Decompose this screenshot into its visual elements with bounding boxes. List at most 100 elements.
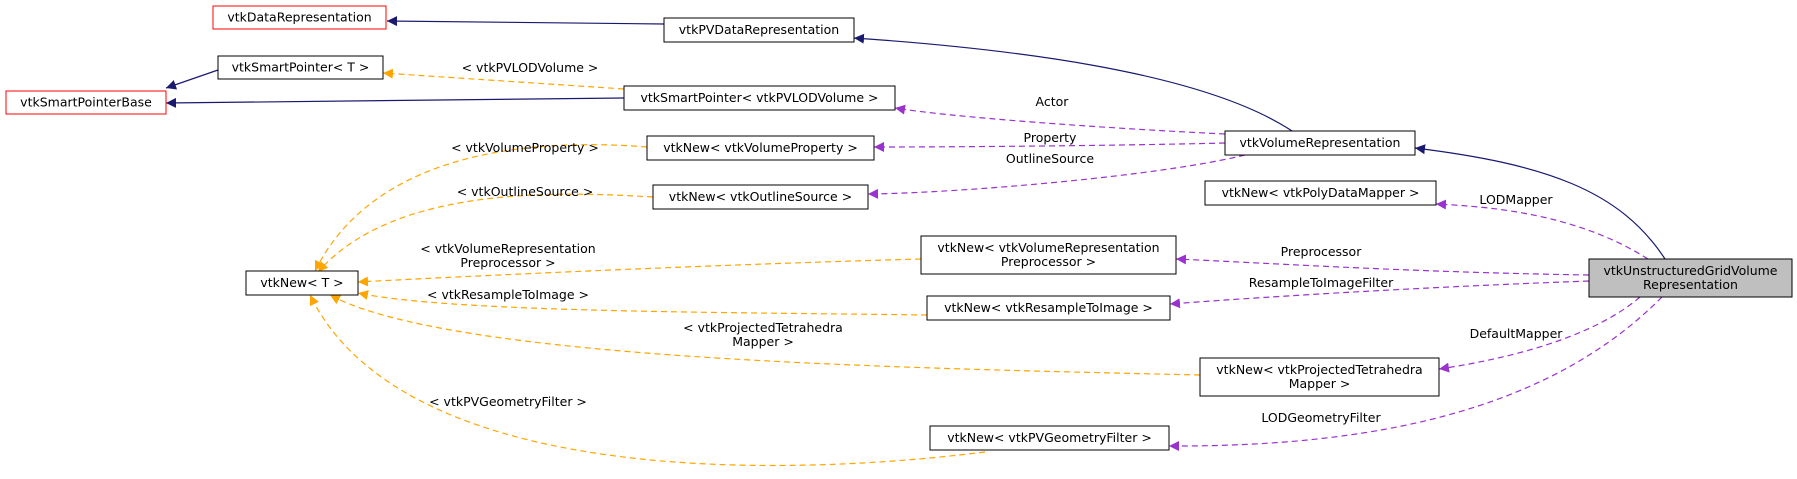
class-node-box — [217, 55, 384, 80]
class-node-vtkDataRepresentation[interactable]: vtkDataRepresentation — [212, 5, 387, 30]
edge-line — [357, 258, 922, 287]
edge-line — [1435, 199, 1649, 260]
class-node-label: vtkNew< vtkVolumeRepresentation — [937, 240, 1159, 255]
edge-label: < vtkVolumeRepresentation — [420, 241, 595, 256]
class-node-vtkNewOutlineSource[interactable]: vtkNew< vtkOutlineSource > — [652, 184, 869, 210]
edge-inherit-e4 — [165, 97, 625, 108]
edge-label: OutlineSource — [1006, 151, 1094, 166]
edge-member-e20: LODGeometryFilter — [1168, 296, 1663, 452]
edge-template-e10: < vtkResampleToImage > — [357, 287, 928, 316]
class-node-vtkSmartPointerPVLODVolume[interactable]: vtkSmartPointer< vtkPVLODVolume > — [623, 85, 896, 111]
edge-label: DefaultMapper — [1470, 326, 1564, 341]
class-node-label: vtkNew< vtkPVGeometryFilter > — [947, 430, 1152, 445]
edge-label: < vtkPVGeometryFilter > — [429, 394, 587, 409]
edge-label: < vtkResampleToImage > — [427, 287, 589, 302]
edge-member-e18: ResampleToImageFilter — [1169, 275, 1590, 309]
class-node-vtkNewResampleToImage[interactable]: vtkNew< vtkResampleToImage > — [926, 295, 1171, 321]
class-node-vtkSmartPointerT[interactable]: vtkSmartPointer< T > — [217, 55, 384, 80]
class-node-box — [212, 5, 387, 30]
class-node-label: vtkNew< vtkPolyDataMapper > — [1222, 185, 1420, 200]
edge-label: LODGeometryFilter — [1261, 410, 1381, 425]
edge-line — [317, 193, 654, 273]
edge-line — [309, 294, 986, 467]
class-node-label: vtkNew< vtkOutlineSource > — [669, 189, 852, 204]
class-node-label: Mapper > — [1289, 376, 1351, 391]
edge-label: Preprocessor — [1281, 244, 1363, 259]
edge-label: LODMapper — [1479, 192, 1553, 207]
class-node-vtkPVDataRepresentation[interactable]: vtkPVDataRepresentation — [663, 17, 855, 43]
edge-line — [1438, 296, 1641, 373]
class-node-vtkNewVolumeRepresentationPreprocessor[interactable]: vtkNew< vtkVolumeRepresentationPreproces… — [920, 235, 1177, 275]
edge-line — [165, 97, 625, 108]
edge-label: < vtkProjectedTetrahedra — [683, 320, 843, 335]
edge-label: ResampleToImageFilter — [1249, 275, 1394, 290]
edge-inherit-e5 — [165, 69, 219, 90]
edge-label: < vtkOutlineSource > — [457, 184, 594, 199]
class-node-label: Preprocessor > — [1001, 254, 1096, 269]
class-node-box — [929, 425, 1170, 451]
class-node-vtkVolumeRepresentation[interactable]: vtkVolumeRepresentation — [1224, 130, 1416, 156]
edge-line — [165, 69, 219, 90]
edge-line — [1175, 254, 1590, 276]
edge-label: < vtkVolumeProperty > — [451, 140, 599, 155]
class-node-label: vtkNew< vtkVolumeProperty > — [663, 140, 858, 155]
class-node-box — [623, 85, 896, 111]
edge-member-e15: OutlineSource — [867, 151, 1246, 199]
edge-line — [314, 144, 648, 272]
edge-member-e19: DefaultMapper — [1438, 296, 1641, 373]
nodes-layer: vtkDataRepresentation vtkPVDataRepresenta… — [5, 5, 1793, 451]
class-node-box — [245, 270, 359, 296]
class-node-label: vtkNew< vtkProjectedTetrahedra — [1216, 362, 1422, 377]
class-node-box — [1199, 357, 1440, 397]
class-node-box — [5, 90, 167, 115]
edge-line — [329, 294, 1201, 376]
edges-layer: < vtkPVLODVolume > < vtkVolumeProperty > <… — [165, 16, 1666, 467]
edge-line — [382, 68, 625, 90]
class-node-box — [926, 295, 1171, 321]
class-node-label: Representation — [1643, 277, 1738, 292]
edge-template-e7: < vtkVolumeProperty > — [314, 140, 648, 272]
class-node-box — [1204, 180, 1437, 206]
edge-label: Mapper > — [732, 334, 794, 349]
edge-line — [853, 33, 1293, 132]
class-node-vtkNewVolumeProperty[interactable]: vtkNew< vtkVolumeProperty > — [646, 135, 875, 161]
class-node-vtkNewPVGeometryFilter[interactable]: vtkNew< vtkPVGeometryFilter > — [929, 425, 1170, 451]
edge-label: Preprocessor > — [460, 255, 555, 270]
edge-label: < vtkPVLODVolume > — [462, 60, 599, 75]
edge-template-e12: < vtkPVGeometryFilter > — [309, 294, 986, 467]
edge-label: Property — [1024, 130, 1077, 145]
edge-line — [1168, 296, 1663, 452]
class-node-vtkNewPolyDataMapper[interactable]: vtkNew< vtkPolyDataMapper > — [1204, 180, 1437, 206]
class-node-box — [1224, 130, 1416, 156]
class-node-label: vtkSmartPointer< vtkPVLODVolume > — [641, 90, 879, 105]
edge-template-e6: < vtkPVLODVolume > — [382, 60, 625, 90]
edge-line — [894, 104, 1226, 135]
edge-inherit-e3 — [1414, 144, 1666, 260]
edge-line — [357, 290, 928, 316]
class-node-label: vtkUnstructuredGridVolume — [1604, 263, 1778, 278]
edge-line — [873, 141, 1226, 152]
edge-inherit-e2 — [853, 33, 1293, 132]
edge-template-e8: < vtkOutlineSource > — [317, 184, 654, 273]
class-node-label: vtkNew< T > — [260, 275, 343, 290]
edge-inherit-e1 — [386, 16, 665, 27]
edge-label: Actor — [1036, 94, 1070, 109]
class-node-label: vtkVolumeRepresentation — [1240, 135, 1401, 150]
class-node-box — [652, 184, 869, 210]
class-node-label: vtkSmartPointer< T > — [232, 60, 370, 75]
edge-member-e17: Preprocessor — [1175, 244, 1590, 276]
class-node-vtkSmartPointerBase[interactable]: vtkSmartPointerBase — [5, 90, 167, 115]
class-node-label: vtkSmartPointerBase — [20, 95, 152, 110]
edge-line — [1414, 144, 1666, 260]
class-node-box — [920, 235, 1177, 275]
class-node-vtkNewT[interactable]: vtkNew< T > — [245, 270, 359, 296]
edge-member-e13: Actor — [894, 94, 1226, 135]
edge-member-e14: Property — [873, 130, 1226, 152]
class-node-box — [646, 135, 875, 161]
edge-member-e16: LODMapper — [1435, 192, 1649, 260]
